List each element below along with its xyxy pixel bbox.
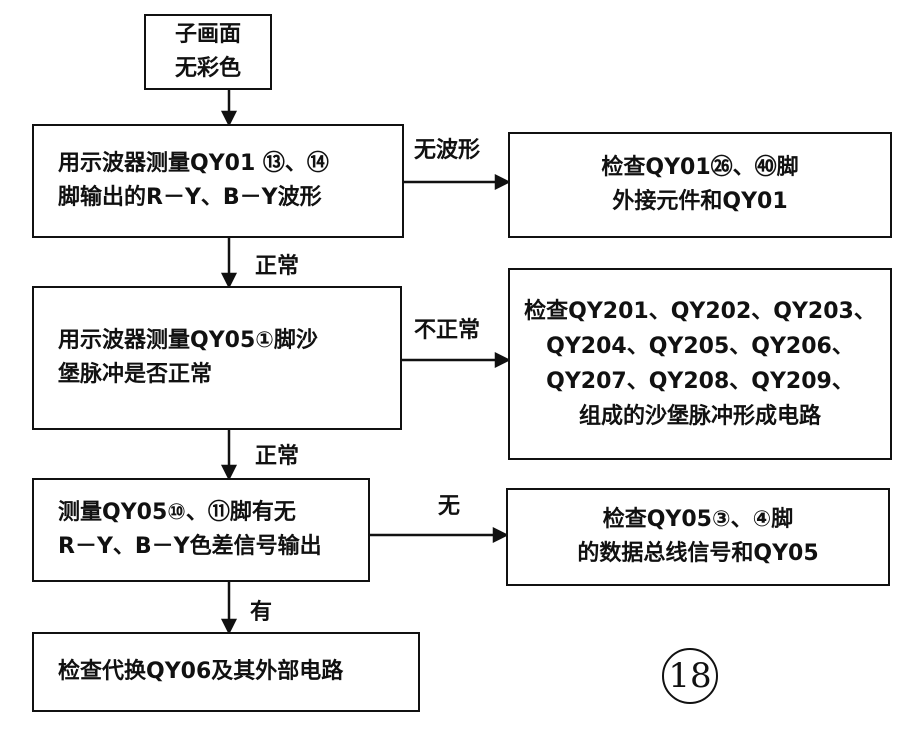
arrowhead-start-to-step1 (220, 110, 238, 127)
arrowhead-step3-to-check3 (492, 526, 509, 544)
label-abnormal: 不正常 (414, 318, 481, 343)
figure-number: 18 (668, 656, 712, 696)
check3-box: 检查QY05③、④脚 的数据总线信号和QY05 (506, 488, 890, 586)
check1-box: 检查QY01㉖、㊵脚 外接元件和QY01 (508, 132, 892, 238)
arrowhead-step1-to-check1 (494, 173, 511, 191)
label-normal-1: 正常 (255, 254, 300, 279)
figure-number-badge: 18 (662, 648, 718, 704)
step3-line2: R－Y、B－Y色差信号输出 (58, 534, 322, 559)
step1-line1: 用示波器测量QY01 ⑬、⑭ (58, 150, 329, 176)
step4-line1: 检查代换QY06及其外部电路 (58, 658, 344, 684)
label-has: 有 (250, 600, 273, 625)
start-line2: 无彩色 (174, 56, 241, 81)
step2-box: 用示波器测量QY05①脚沙 堡脉冲是否正常 (32, 286, 402, 430)
step3-box: 测量QY05⑩、⑪脚有无 R－Y、B－Y色差信号输出 (32, 478, 370, 582)
step1-line2: 脚输出的R－Y、B－Y波形 (58, 185, 322, 210)
step4-box: 检查代换QY06及其外部电路 (32, 632, 420, 712)
label-normal-2: 正常 (255, 444, 300, 469)
arrowhead-step2-to-step3 (220, 464, 238, 481)
arrowhead-step1-to-step2 (220, 272, 238, 289)
step1-box: 用示波器测量QY01 ⑬、⑭ 脚输出的R－Y、B－Y波形 (32, 124, 404, 238)
step2-line1: 用示波器测量QY05①脚沙 (58, 327, 318, 353)
step3-line1: 测量QY05⑩、⑪脚有无 (58, 499, 296, 525)
check2-box: 检查QY201、QY202、QY203、 QY204、QY205、QY206、 … (508, 268, 892, 460)
check2-line4: 组成的沙堡脉冲形成电路 (578, 404, 821, 430)
check3-line2: 的数据总线信号和QY05 (577, 541, 819, 566)
check2-line1: 检查QY201、QY202、QY203、 (524, 298, 876, 324)
arrowhead-step3-to-step4 (220, 618, 238, 635)
start-line1: 子画面 (174, 21, 241, 47)
label-none: 无 (438, 494, 461, 519)
start-box: 子画面 无彩色 (144, 14, 272, 90)
check2-line2: QY204、QY205、QY206、 (546, 333, 854, 359)
arrowhead-step2-to-check2 (494, 351, 511, 369)
check1-line2: 外接元件和QY01 (612, 189, 788, 214)
label-no-waveform: 无波形 (414, 138, 481, 163)
check1-line1: 检查QY01㉖、㊵脚 (601, 154, 799, 180)
check3-line1: 检查QY05③、④脚 (602, 506, 794, 532)
check2-line3: QY207、QY208、QY209、 (546, 369, 854, 394)
step2-line2: 堡脉冲是否正常 (58, 362, 213, 387)
